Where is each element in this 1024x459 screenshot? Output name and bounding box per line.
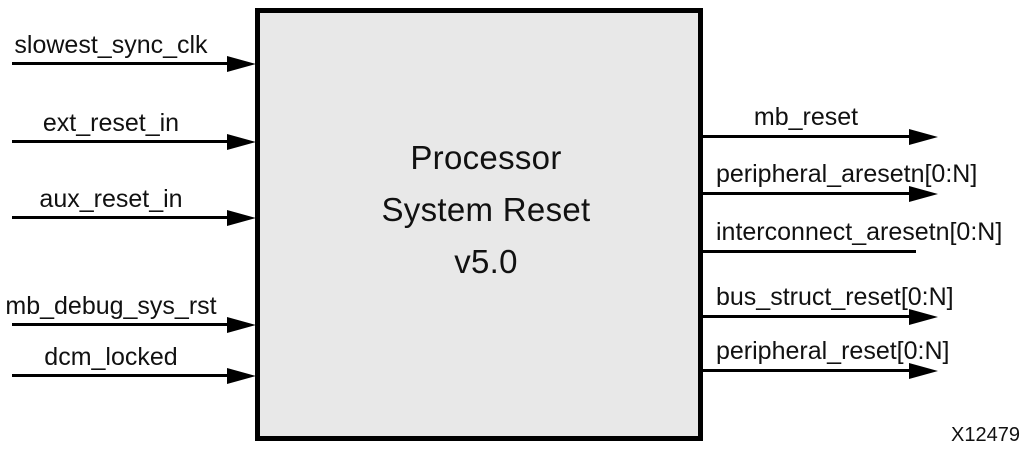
output-port-interconnect-aresetn: interconnect_aresetn[0:N] — [700, 218, 1002, 253]
block-title-line-2: System Reset — [381, 191, 591, 228]
input-port-label: aux_reset_in — [39, 185, 183, 213]
signal-line — [12, 216, 231, 219]
ip-block: Processor System Reset v5.0 — [255, 8, 703, 441]
arrowhead-icon — [909, 362, 938, 379]
input-port-ext-reset-in: ext_reset_in — [12, 109, 256, 150]
input-port-label: dcm_locked — [44, 343, 178, 371]
output-port-mb-reset: mb_reset — [700, 103, 938, 145]
block-title-line-1: Processor — [410, 139, 562, 176]
input-port-mb-debug-sys-rst: mb_debug_sys_rst — [5, 292, 256, 333]
arrowhead-icon — [909, 308, 938, 325]
arrowhead-icon — [227, 55, 256, 72]
output-port-peripheral-reset: peripheral_reset[0:N] — [700, 337, 949, 379]
output-port-label: mb_reset — [753, 103, 859, 131]
output-port-label: bus_struct_reset[0:N] — [716, 283, 954, 311]
signal-line — [700, 192, 913, 195]
input-port-dcm-locked: dcm_locked — [12, 343, 256, 384]
output-port-label: peripheral_aresetn[0:N] — [716, 160, 978, 188]
output-port-label: peripheral_reset[0:N] — [716, 337, 950, 365]
input-port-slowest-sync-clk: slowest_sync_clk — [12, 31, 256, 72]
arrowhead-icon — [909, 128, 938, 145]
input-port-label: ext_reset_in — [42, 109, 180, 137]
arrowhead-icon — [909, 185, 938, 202]
signal-line — [12, 140, 231, 143]
arrowhead-icon — [227, 133, 256, 150]
signal-line — [12, 323, 231, 326]
input-port-label: mb_debug_sys_rst — [5, 292, 217, 320]
block-title-line-3: v5.0 — [454, 243, 518, 280]
signal-line — [12, 374, 231, 377]
signal-line — [700, 135, 913, 138]
output-port-peripheral-aresetn: peripheral_aresetn[0:N] — [700, 160, 977, 202]
input-port-aux-reset-in: aux_reset_in — [12, 185, 256, 226]
output-port-bus-struct-reset: bus_struct_reset[0:N] — [700, 283, 954, 325]
figure-number: X12479 — [951, 424, 1020, 446]
signal-line — [700, 369, 913, 372]
signal-line — [12, 62, 231, 65]
input-port-label: slowest_sync_clk — [14, 31, 208, 59]
arrowhead-icon — [227, 209, 256, 226]
arrowhead-icon — [227, 316, 256, 333]
block-title: Processor System Reset v5.0 — [274, 132, 698, 288]
signal-line — [700, 315, 913, 318]
arrowhead-icon — [227, 367, 256, 384]
signal-line — [700, 250, 916, 253]
output-port-label: interconnect_aresetn[0:N] — [716, 218, 1003, 246]
